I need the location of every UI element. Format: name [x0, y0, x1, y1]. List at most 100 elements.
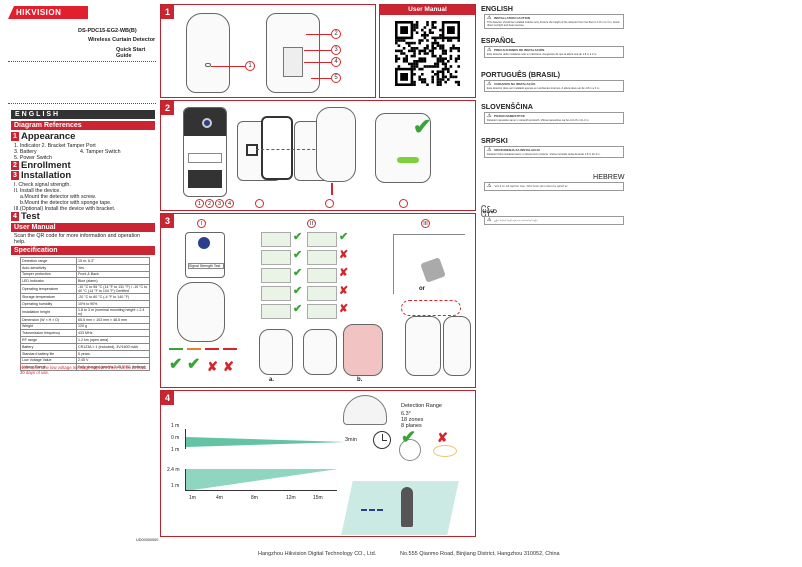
- cross-icon: ✘: [207, 359, 218, 374]
- range-planes: 8 planes: [401, 423, 422, 429]
- spec-value: 1.2 km (open area): [76, 336, 150, 344]
- signal-strength-test: Signal Strength Test: [188, 263, 224, 269]
- detector-signal: [177, 282, 225, 342]
- spec-label: Weight: [20, 322, 77, 331]
- spec-label: Battery: [20, 342, 77, 351]
- spec-value: -10 °C to 55 °C (14 °F to 131 °F) / -10 …: [76, 284, 150, 295]
- led-orange-bar: [187, 348, 201, 350]
- part-number: UD00000000: [136, 538, 159, 542]
- distance-1m: 1m: [189, 495, 196, 501]
- caution-title: CUIDADOS NA INSTALAÇÃO: [494, 82, 536, 87]
- warning-icon: ⚠: [487, 217, 492, 223]
- cross-icon: ✘: [223, 359, 234, 374]
- sub-step-iii: III: [421, 219, 430, 228]
- step-2: 2: [205, 199, 214, 208]
- arrow-down-icon: [331, 183, 333, 195]
- spec-value: 5 years: [76, 349, 150, 358]
- check-icon: ✔: [293, 231, 303, 243]
- detector-front: [186, 13, 230, 93]
- leader-line: [306, 34, 331, 35]
- check-icon: ✔: [293, 249, 303, 261]
- installation-line-3: a.Mount the detector with screw.: [20, 194, 96, 200]
- led-off: [399, 439, 421, 461]
- panel-test: 4 Detection Range 6.3° 18 zones 8 planes…: [160, 390, 476, 537]
- spec-label: RF range: [20, 336, 77, 344]
- step-marker: [255, 199, 264, 208]
- wire-path: [401, 300, 461, 316]
- left-column: HIKVISION DS-PDC15-EG2-WB(B) Wireless Cu…: [8, 6, 159, 546]
- panel-number: 4: [161, 391, 174, 405]
- spec-label: Installation height: [20, 306, 77, 317]
- qr-code[interactable]: [380, 15, 475, 97]
- walk-arrow-icon: [361, 509, 383, 511]
- app-row: [188, 153, 222, 163]
- or-label: or: [419, 286, 425, 292]
- leader-line: [211, 66, 245, 67]
- caution-title: UPOZORENJA ZA INSTALACIJU: [494, 148, 540, 153]
- spec-label: Storage temperature: [20, 293, 77, 301]
- warning-icon: ⚠: [487, 113, 492, 119]
- height-axis-top: 2.4 m: [167, 467, 180, 473]
- app-row-dark: [188, 170, 222, 188]
- hikvision-logo: HIKVISION: [8, 6, 88, 19]
- scan-line: [256, 149, 346, 150]
- callout-1: 1: [245, 61, 255, 71]
- model-number: DS-PDC15-EG2-WB(B): [78, 28, 137, 34]
- spec-value: 65.5 mm × 103 mm × 48.5 mm: [76, 315, 150, 324]
- spec-value: CR123A × 1 (included), 3V/1600 mAh: [76, 342, 150, 351]
- sub-step-i: I: [197, 219, 206, 228]
- language-heading: မြန်မာ: [481, 206, 498, 215]
- battery: [283, 47, 303, 77]
- check-icon: ✔: [187, 356, 201, 373]
- phone-scanning: [261, 116, 293, 180]
- caution-text: Detektor treba instalirati samo u zatvor…: [487, 153, 601, 156]
- spec-label: Low Voltage Value: [20, 356, 77, 365]
- check-icon: ✔: [293, 303, 303, 315]
- spec-value: 433 MHz: [76, 329, 150, 338]
- language-title: ENGLISH: [11, 110, 155, 119]
- wait-time: 3min: [345, 437, 357, 443]
- caution-text: Este detector deve ser instalado apenas …: [487, 87, 600, 90]
- placement-scene: [261, 250, 291, 265]
- step-1: 1: [195, 199, 204, 208]
- caution-box: ⚠יש להתקין את הגלאי בתוך מבנה בלבד. גובה…: [484, 182, 624, 191]
- qr-panel: User Manual: [379, 4, 476, 98]
- check-icon: ✔: [401, 427, 417, 447]
- installation-line-2: II. Install the device.: [14, 188, 61, 194]
- low-voltage-note: Note: when the low voltage message appea…: [20, 365, 147, 375]
- device-qr-icon: [246, 144, 258, 156]
- leader-line: [311, 78, 331, 79]
- detector-switch-on: [375, 113, 431, 183]
- divider: [8, 61, 156, 62]
- detector-bracket-a: [405, 316, 441, 376]
- range-angle: 6.3°: [401, 411, 411, 417]
- placement-scene: [261, 268, 291, 283]
- led-green-bar: [169, 348, 183, 350]
- cross-icon: ✘: [339, 285, 349, 297]
- warning-icon: ⚠: [487, 147, 492, 153]
- curtain-zone: [341, 481, 459, 535]
- warning-icon: ⚠: [487, 183, 492, 189]
- spec-label: Standard battery life: [20, 349, 77, 358]
- step-marker: [325, 199, 334, 208]
- qr-title: User Manual: [380, 5, 475, 15]
- phone-app: [183, 107, 227, 197]
- spec-value: 10% to 90%: [76, 299, 150, 308]
- range-zones: 18 zones: [401, 417, 424, 423]
- spec-value: Blue (alarm): [76, 277, 150, 286]
- leader-line: [304, 62, 331, 63]
- signal-icon: [198, 237, 210, 249]
- spec-value: 120 g: [76, 322, 150, 331]
- placement-scene: [307, 250, 337, 265]
- cross-icon: ✘: [339, 303, 349, 315]
- user-manual-bar: User Manual: [11, 223, 155, 232]
- appearance-line-2: 3. Battery: [14, 149, 37, 155]
